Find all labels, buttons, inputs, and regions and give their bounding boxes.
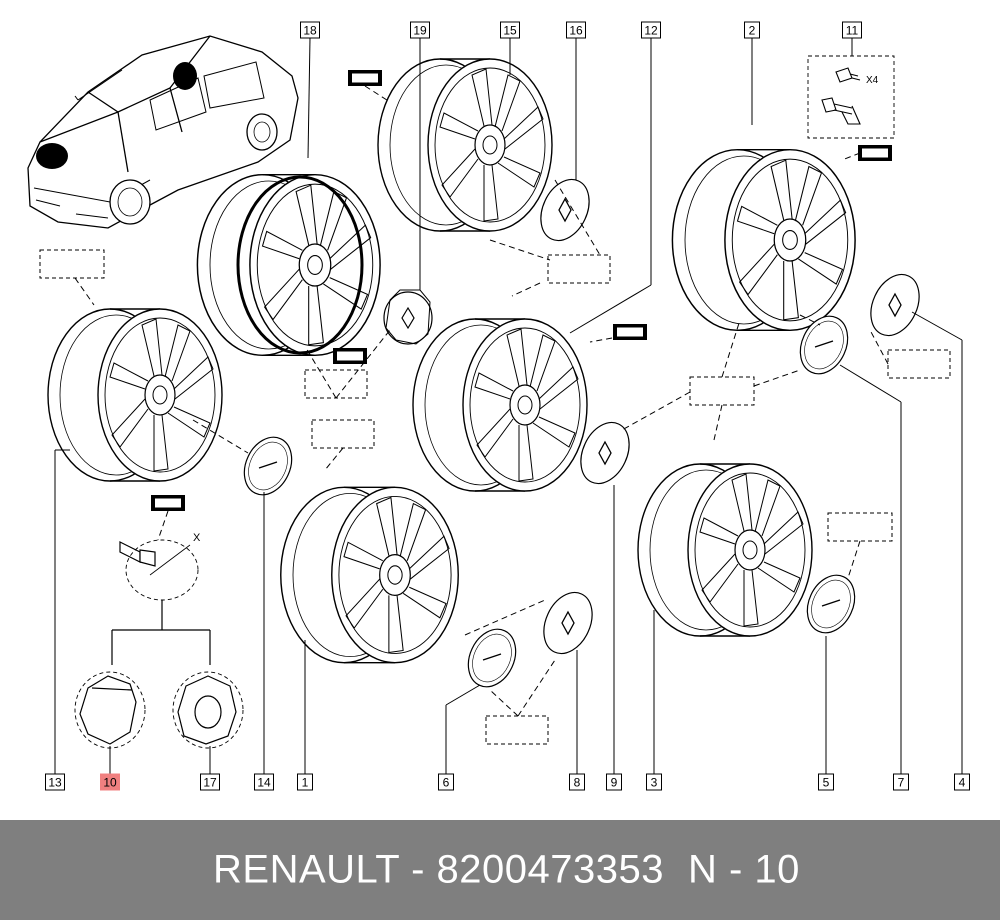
callout-number: 7 [898,776,905,790]
callout-number: 11 [846,24,859,38]
wheel-13 [47,308,223,482]
exploded-parts-diagram: X X4 [27,21,970,791]
cap-6 [458,620,526,696]
dashed-arrows [74,85,889,717]
callout-3: 3 [646,773,662,791]
cap-8 [533,584,603,662]
car-callout-leaders [74,69,123,101]
callout-14: 14 [254,773,274,791]
callout-4: 4 [954,773,970,791]
leader-lines [54,37,963,774]
callout-number: 16 [569,24,583,38]
callout-2: 2 [744,21,760,39]
cap-19 [383,289,433,345]
callout-17: 17 [200,773,220,791]
callout-number: 2 [749,24,756,38]
bolt-qty: X4 [866,75,879,86]
callout-number: 13 [48,776,62,790]
callout-number: 10 [103,776,117,790]
callout-9: 9 [606,773,622,791]
part-number-label: RENAULT - 8200473353 [213,847,665,892]
callout-number: 4 [959,776,966,790]
bolt-group [111,539,211,665]
marker-front-wheel [36,143,68,169]
wheel-15 [377,58,553,232]
nut-qty: X [193,532,201,544]
callout-16: 16 [566,21,586,39]
callout-number: 1 [302,776,309,790]
marker-rear-wheel [173,62,197,90]
nut-10 [74,671,146,749]
callout-19: 19 [410,21,430,39]
car-illustration [27,35,299,229]
callout-number: 14 [257,776,271,790]
callout-number: 19 [413,24,427,38]
callout-7: 7 [893,773,909,791]
wheel-18 [196,173,381,357]
callout-number: 12 [644,24,658,38]
cap-14 [234,428,302,504]
callout-number: 15 [503,24,517,38]
callout-number: 3 [651,776,658,790]
callout-number: 8 [574,776,581,790]
nut-17 [172,671,244,749]
position-label: N - 10 [688,847,800,892]
callout-12: 12 [641,21,661,39]
callout-1: 1 [297,773,313,791]
callout-6: 6 [438,773,454,791]
wheel-12 [412,318,588,492]
callout-5: 5 [818,773,834,791]
wheel-1 [280,486,459,664]
callout-11: 11 [842,21,862,39]
callout-number: 9 [611,776,618,790]
callout-8: 8 [569,773,585,791]
callout-18: 18 [300,21,320,39]
footer-bar: RENAULT - 8200473353 N - 10 [0,820,1000,920]
callout-13: 13 [45,773,65,791]
callout-number: 5 [823,776,830,790]
callout-number: 17 [203,776,217,790]
bolts-11-group [807,55,895,139]
wheel-2 [671,148,856,332]
callout-15: 15 [500,21,520,39]
callout-number: 18 [303,24,317,38]
callout-10: 10 [100,773,120,791]
callout-number: 6 [443,776,450,790]
cap-4 [860,266,930,344]
wheel-3 [637,463,813,637]
